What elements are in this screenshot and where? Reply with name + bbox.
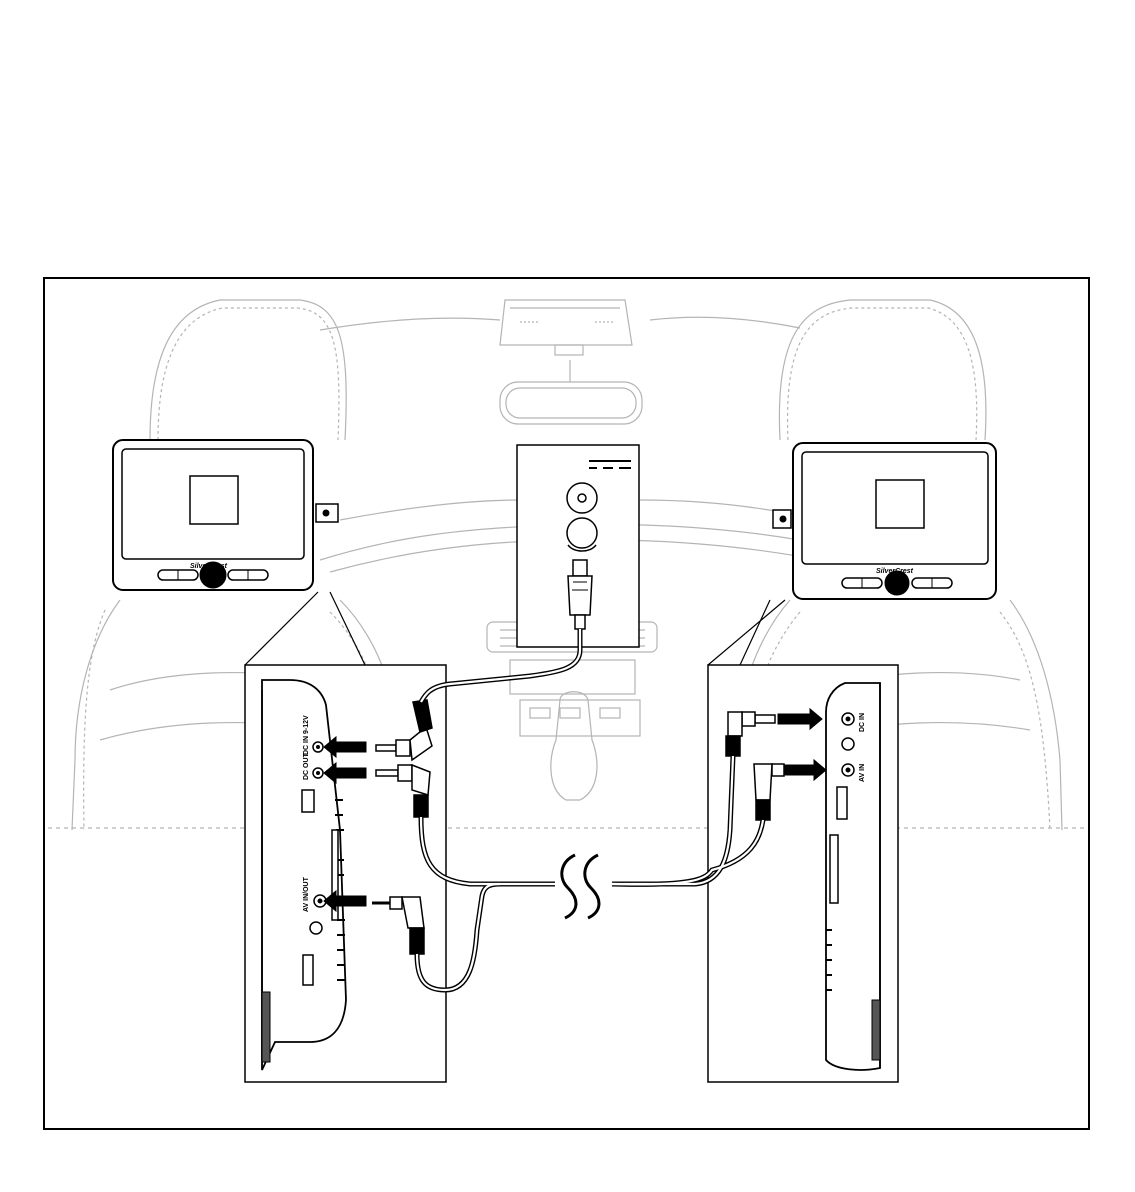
zoom-lines [245, 592, 785, 665]
right-port-label-av-in: AV IN [859, 764, 866, 782]
left-headrest [150, 300, 346, 440]
left-port-label-dc-in: DC IN 9-12V [303, 715, 310, 755]
car-socket-panel [517, 445, 639, 647]
left-monitor: SilverCrest [113, 440, 338, 590]
left-seat [72, 600, 120, 830]
right-port-card-slot [837, 787, 847, 819]
right-monitor: SilverCrest [773, 443, 996, 599]
diagram-frame [44, 278, 1089, 1129]
right-monitor-control-dial [885, 571, 909, 595]
right-headrest [779, 300, 986, 440]
left-monitor-control-dial [200, 562, 226, 588]
right-port-label-dc-in: DC IN [859, 713, 866, 732]
right-side-panel: DC IN AV IN [708, 665, 898, 1082]
left-side-panel: DC IN 9-12V DC OUT AV IN/OUT [245, 665, 446, 1082]
left-monitor-placeholder-square [190, 476, 238, 524]
car-socket-cap [567, 518, 597, 548]
right-monitor-placeholder-square [876, 480, 924, 528]
cable-break-icon [562, 855, 599, 918]
left-port-label-dc-out: DC OUT [303, 752, 310, 780]
right-seat [1010, 600, 1062, 830]
left-port-label-av: AV IN/OUT [303, 876, 310, 912]
left-port-usb [302, 790, 314, 812]
